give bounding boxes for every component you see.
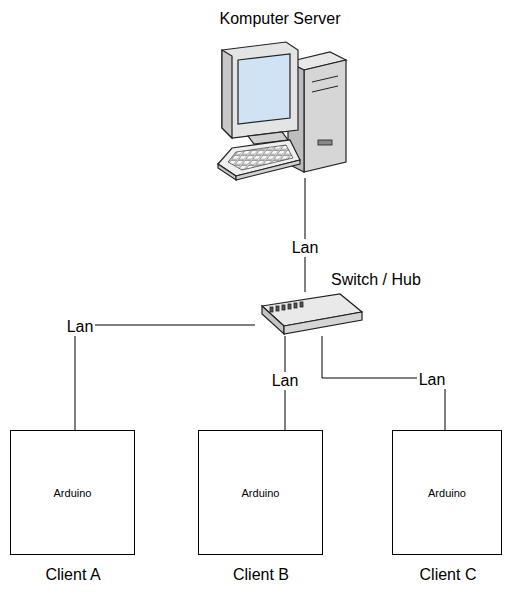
node-label: Client A — [45, 566, 100, 584]
lan-cable — [305, 178, 306, 292]
cable-label: Lan — [290, 239, 321, 257]
box-text: Arduino — [54, 487, 92, 499]
cable-label: Lan — [65, 318, 96, 336]
node-label: Komputer Server — [220, 10, 341, 28]
node-label: Switch / Hub — [331, 271, 421, 289]
node-label: Client B — [233, 566, 289, 584]
switch-node: Switch / Hub — [255, 292, 365, 336]
switch-icon — [262, 294, 362, 334]
lan-cable — [75, 325, 255, 430]
cable-label: Lan — [270, 372, 301, 390]
server-node: Komputer Server — [215, 40, 345, 178]
arduino-box: ArduinoClient B — [198, 430, 323, 555]
box-text: Arduino — [242, 487, 280, 499]
arduino-box: ArduinoClient C — [392, 430, 502, 555]
computer-icon — [218, 42, 346, 180]
arduino-box: ArduinoClient A — [10, 430, 135, 555]
box-text: Arduino — [428, 487, 466, 499]
node-label: Client C — [420, 566, 477, 584]
cable-label: Lan — [417, 371, 448, 389]
